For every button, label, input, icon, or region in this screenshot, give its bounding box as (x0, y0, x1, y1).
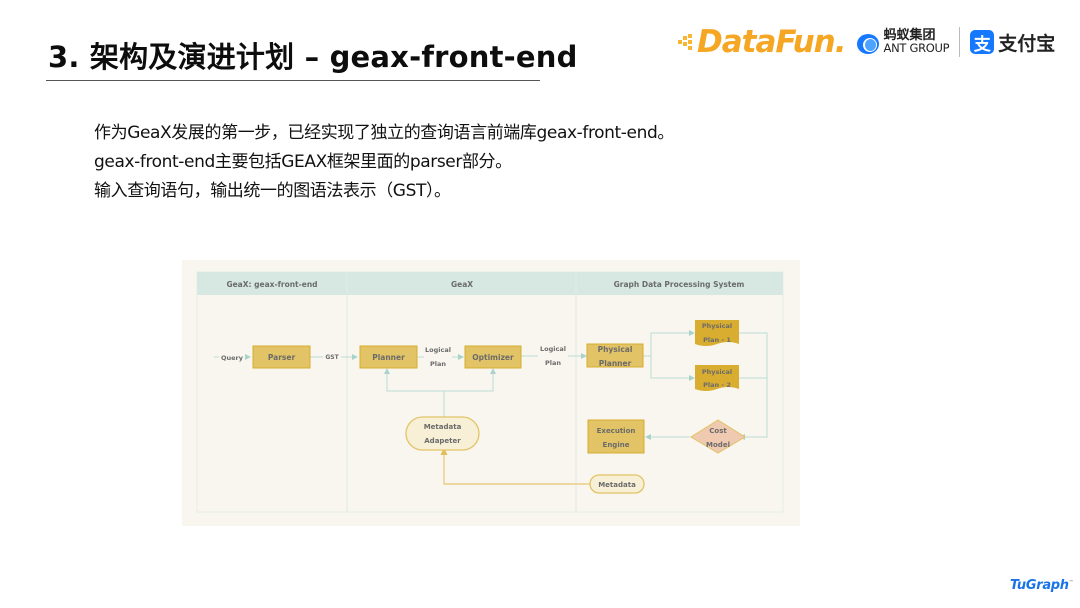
architecture-diagram: GeaX: geax-front-end GeaX Graph Data Pro… (182, 260, 800, 526)
node-cost-model (690, 419, 746, 454)
edge-adapter-to-optimizer (444, 368, 496, 392)
ant-group-cn: 蚂蚁集团 (883, 28, 936, 43)
alipay-text: 支付宝 (998, 32, 1056, 55)
node-planner (359, 345, 418, 369)
title-underline (46, 80, 540, 81)
datafun-logo: DataFun. (678, 24, 847, 60)
alipay-icon: 支 (970, 30, 995, 55)
node-execution-engine (587, 419, 645, 454)
partner-logos: DataFun. 蚂蚁集团 ANT GROUP 支 支付宝 (678, 22, 1055, 62)
node-execution-engine-label-1: Execution (597, 427, 636, 435)
node-physical-plan-1 (695, 320, 739, 346)
edge-metadata-to-adapter (440, 447, 590, 485)
datafun-text: DataFun. (697, 24, 847, 60)
page-title: 3. 架构及演进计划 – geax-front-end (48, 40, 578, 74)
tugraph-logo: TuGraph™ (1010, 578, 1074, 593)
lane-header-gdps: Graph Data Processing System (614, 280, 745, 289)
body-line: geax-front-end主要包括GEAX框架里面的parser部分。 (94, 152, 512, 172)
node-plan2-label-2: Plan - 2 (703, 381, 731, 389)
edge-label-logical-1a: Logical (425, 346, 451, 354)
alipay-logo: 支 支付宝 (970, 29, 1055, 56)
edge-label-gst: GST (325, 354, 339, 361)
edge-to-plan1 (643, 330, 695, 357)
node-planner-label: Planner (372, 353, 405, 362)
edge-label-logical-2a: Logical (540, 345, 566, 353)
logo-separator (959, 27, 961, 57)
diagram-svg: GeaX: geax-front-end GeaX Graph Data Pro… (196, 271, 784, 513)
lane-header-bar (197, 272, 783, 295)
body-line: 作为GeaX发展的第一步，已经实现了独立的查询语言前端库geax-front-e… (94, 123, 674, 143)
node-physical-planner-label-1: Physical (598, 345, 633, 354)
edge-to-plan2 (650, 356, 695, 381)
node-metadata-adapter (405, 416, 480, 451)
edge-label-query: Query (221, 354, 244, 362)
node-cost-model-label-2: Model (706, 441, 730, 449)
node-cost-model-label-1: Cost (709, 427, 727, 435)
ant-icon (856, 29, 880, 55)
node-parser-label: Parser (268, 353, 296, 362)
node-metadata-adapter-label-1: Metadata (424, 423, 462, 431)
node-plan1-label-2: Plan - 1 (703, 336, 731, 344)
node-metadata (589, 474, 645, 494)
edge-label-logical-2b: Plan (545, 359, 561, 367)
body-text: 作为GeaX发展的第一步，已经实现了独立的查询语言前端库geax-front-e… (94, 119, 674, 206)
node-parser (252, 345, 311, 369)
tugraph-text: TuGraph (1010, 578, 1069, 593)
node-optimizer-label: Optimizer (472, 353, 514, 362)
node-optimizer (464, 345, 522, 369)
ant-group-logo: 蚂蚁集团 ANT GROUP (856, 29, 950, 55)
body-line: 输入查询语句，输出统一的图语法表示（GST）。 (94, 181, 451, 201)
lane-header-geax: GeaX (451, 280, 473, 289)
edge-plans-to-cost (739, 332, 768, 440)
node-physical-planner-label-2: Planner (599, 359, 632, 368)
node-plan1-label-1: Physical (702, 322, 732, 330)
node-metadata-adapter-label-2: Adapeter (424, 437, 461, 445)
node-physical-plan-2 (695, 365, 739, 391)
tugraph-tm: ™ (1068, 579, 1074, 586)
edge-label-logical-1b: Plan (430, 360, 446, 368)
node-metadata-label: Metadata (598, 481, 636, 489)
node-execution-engine-label-2: Engine (603, 441, 630, 449)
edge-adapter-to-planner (384, 368, 445, 420)
node-plan2-label-1: Physical (702, 368, 732, 376)
lanes-frame (196, 271, 784, 513)
ant-group-en: ANT GROUP (883, 41, 950, 55)
node-physical-planner (586, 343, 644, 368)
lane-header-frontend: GeaX: geax-front-end (226, 280, 317, 289)
datafun-dots-icon (678, 34, 694, 50)
